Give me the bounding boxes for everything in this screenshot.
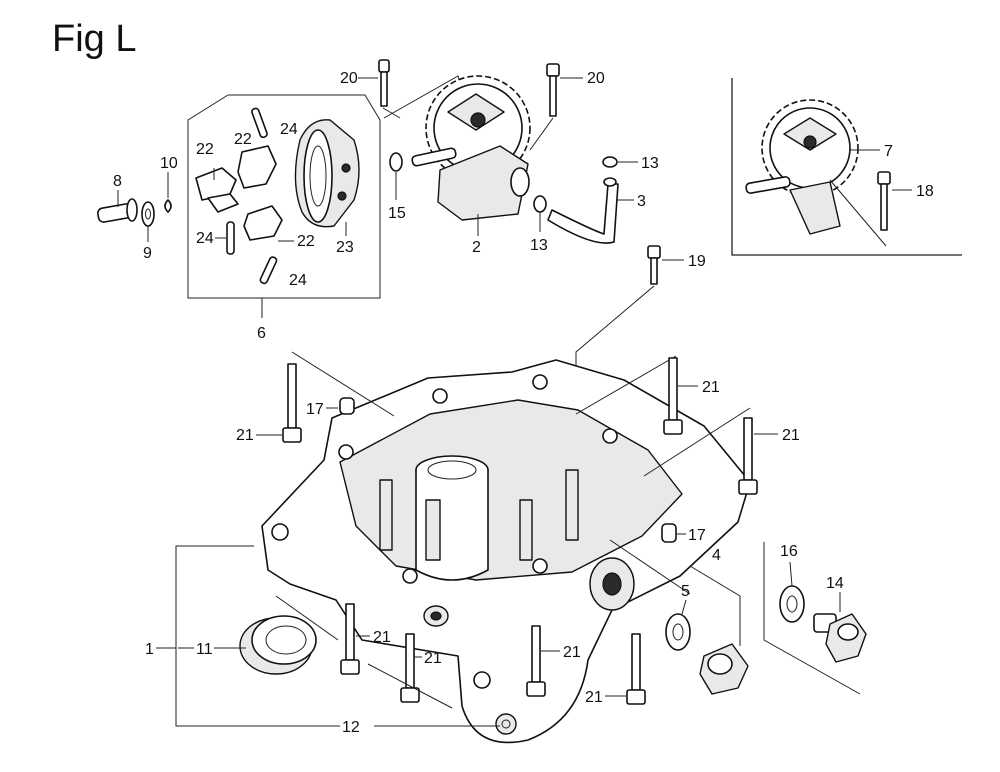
- figure-title: Fig L: [52, 18, 137, 60]
- callout-17: 17: [306, 401, 324, 418]
- part-4-drain-bolt: [689, 565, 749, 695]
- part-5-washer: [665, 613, 691, 651]
- part-18-bolt: [877, 171, 891, 231]
- callout-18: 18: [916, 183, 934, 200]
- callout-3: 3: [637, 193, 646, 210]
- part-2-oil-pump: [411, 75, 531, 236]
- callout-16: 16: [780, 543, 798, 560]
- part-3-oil-pipe: [547, 177, 619, 244]
- part-22-governor-weights: [195, 145, 283, 241]
- assembly-bracket-1: [175, 545, 500, 727]
- inset-frame: [731, 78, 962, 256]
- callout-20: 20: [587, 70, 605, 87]
- callout-24: 24: [289, 272, 307, 289]
- callout-6: 6: [257, 325, 266, 342]
- callout-15: 15: [388, 205, 406, 222]
- right-group-bracket: [763, 542, 861, 695]
- callout-13: 13: [530, 237, 548, 254]
- part-16-washer: [779, 585, 805, 623]
- part-23-governor-housing: [294, 119, 360, 236]
- callout-14: 14: [826, 575, 844, 592]
- callout-13: 13: [641, 155, 659, 172]
- callout-5: 5: [681, 583, 690, 600]
- callout-21: 21: [424, 650, 442, 667]
- callout-21: 21: [373, 629, 391, 646]
- callout-21: 21: [236, 427, 254, 444]
- callout-24: 24: [280, 121, 298, 138]
- callout-22: 22: [297, 233, 315, 250]
- part-20-bolts: [378, 59, 560, 119]
- callout-22: 22: [234, 131, 252, 148]
- part-14-drain-plug: [813, 592, 867, 663]
- callout-19: 19: [688, 253, 706, 270]
- part-11-oil-seal: [239, 595, 339, 675]
- part-10-clip: [164, 172, 172, 213]
- callout-4: 4: [712, 547, 721, 564]
- callout-21: 21: [585, 689, 603, 706]
- part-21-bolts: [282, 357, 758, 709]
- callout-12: 12: [342, 719, 360, 736]
- callout-21: 21: [702, 379, 720, 396]
- callout-20: 20: [340, 70, 358, 87]
- callout-11: 11: [196, 641, 213, 658]
- callout-21: 21: [563, 644, 581, 661]
- callout-23: 23: [336, 239, 354, 256]
- part-13-seals: [533, 156, 618, 232]
- crankcase-cover: [261, 359, 751, 744]
- crankcase-guide-lines: [291, 351, 751, 595]
- callout-7: 7: [884, 143, 893, 160]
- callout-22: 22: [196, 141, 214, 158]
- callout-2: 2: [472, 239, 481, 256]
- part-12-nut: [495, 713, 517, 735]
- part-7-gear-assembly: [745, 99, 887, 247]
- callout-9: 9: [143, 245, 152, 262]
- callout-17: 17: [688, 527, 706, 544]
- part-17-dowels: [339, 397, 677, 543]
- part-15-oring: [389, 152, 403, 200]
- callout-10: 10: [160, 155, 178, 172]
- governor-group-bracket: [187, 94, 381, 318]
- part-8-pin: [97, 190, 138, 223]
- callout-labels: 20 20 22 22 22 24 24 24 10 8 9 23 15 6 2…: [113, 70, 934, 736]
- part-24-pins: [226, 107, 278, 285]
- callout-24: 24: [196, 230, 214, 247]
- callout-8: 8: [113, 173, 122, 190]
- callout-21: 21: [782, 427, 800, 444]
- callout-1: 1: [145, 641, 154, 658]
- part-9-washer: [141, 201, 155, 242]
